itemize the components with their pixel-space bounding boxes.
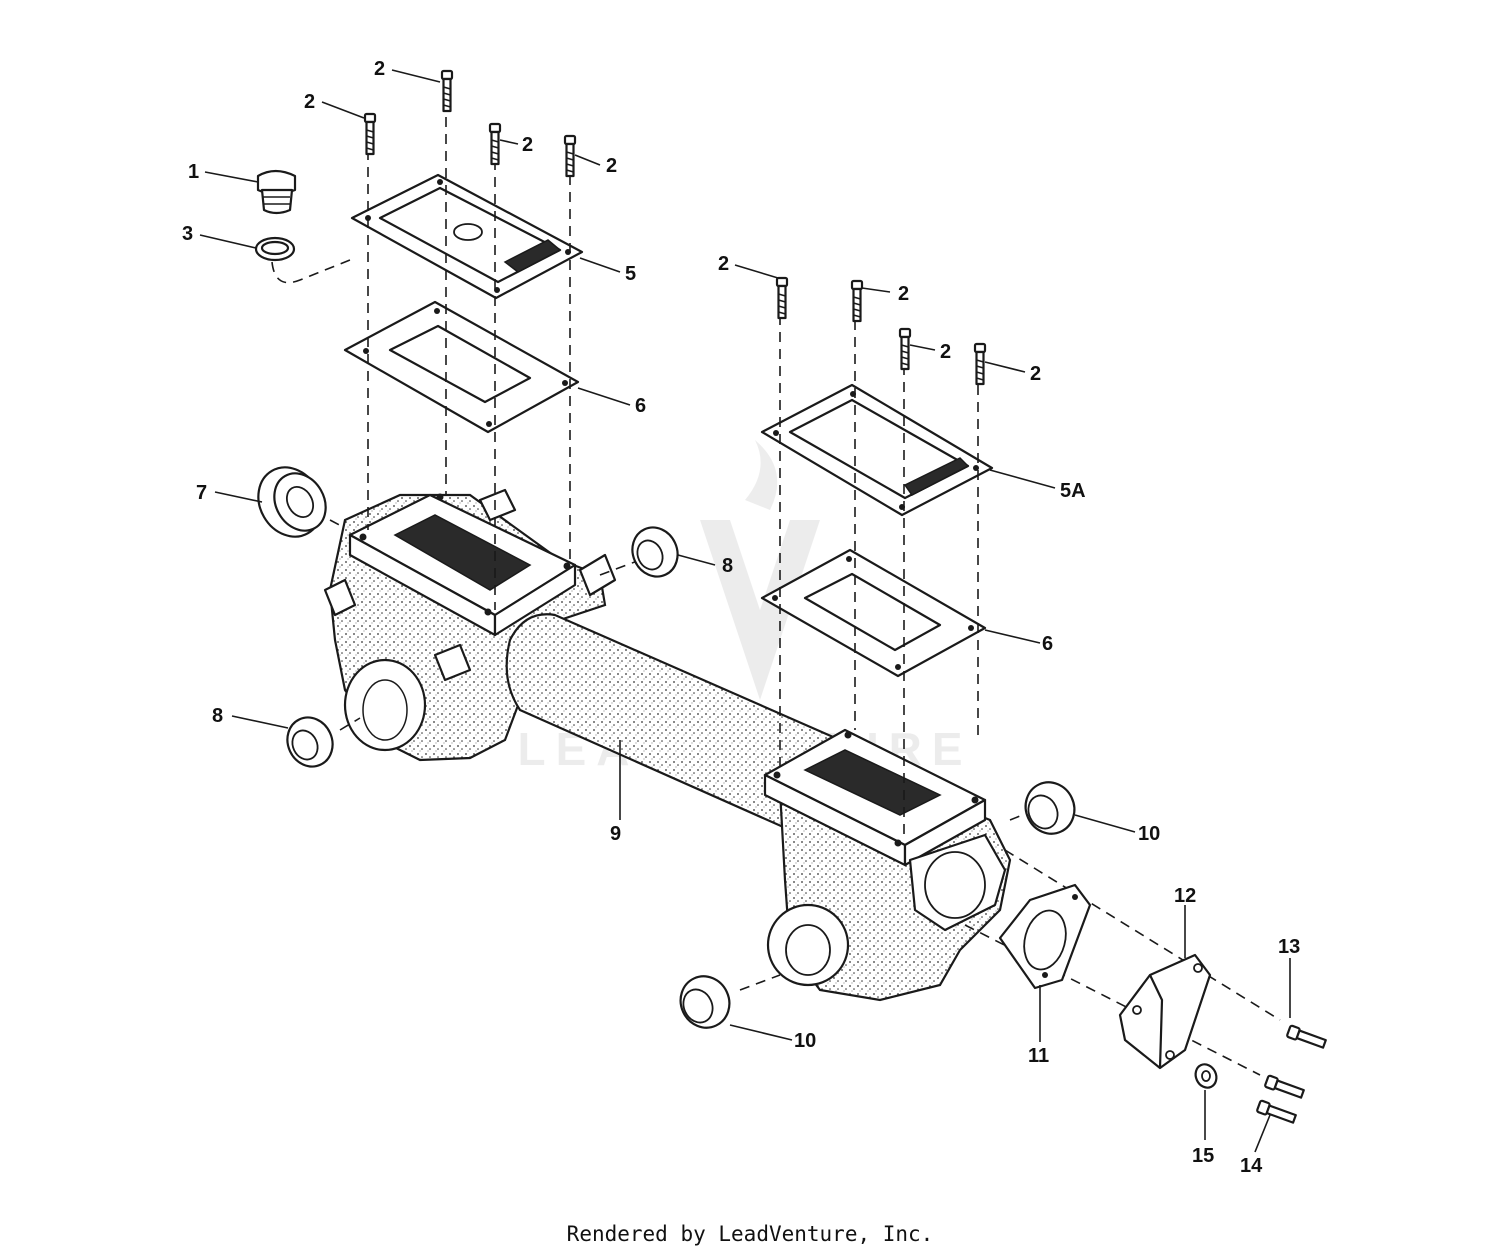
leader-lines [199,69,1291,1153]
bolt-13 [1286,1024,1327,1049]
callout-5a: 5A [1060,480,1086,502]
callout-15: 15 [1192,1145,1214,1167]
seal-10-upper [1024,781,1076,835]
callout-8: 8 [212,705,223,727]
cover-plate-5 [350,173,584,300]
callout-1: 1 [188,161,199,183]
callout-10: 10 [1138,823,1160,845]
callout-9: 9 [610,823,621,845]
callout-8: 8 [722,555,733,577]
fill-plug-1 [256,169,297,215]
bearing-7 [257,466,327,538]
bolt-14-upper [1264,1074,1305,1099]
callout-12: 12 [1174,885,1196,907]
left-transmission-housing [323,488,617,762]
callout-7: 7 [196,482,207,504]
lock-washer-15 [1194,1063,1218,1089]
callout-2: 2 [606,155,617,177]
callout-numbers: 2 2 2 2 1 3 5 6 7 8 8 9 2 2 2 2 5A 6 10 … [182,58,1300,1177]
cover-plate-5a [760,383,994,517]
callout-3: 3 [182,223,193,245]
callout-13: 13 [1278,936,1300,958]
gasket-6-left [343,300,580,434]
bolt-14-lower [1256,1099,1297,1124]
rendered-by-footer: Rendered by LeadVenture, Inc. [566,1222,934,1246]
callout-11: 11 [1028,1045,1049,1067]
gasket-11 [998,883,1092,990]
seal-8-upper [631,526,679,578]
callout-2: 2 [1030,363,1041,385]
callout-14: 14 [1240,1155,1263,1177]
callout-2: 2 [304,91,315,113]
callout-6: 6 [1042,633,1053,655]
callout-10: 10 [794,1030,816,1052]
seal-10-lower [679,975,731,1029]
callout-2: 2 [898,283,909,305]
callout-5: 5 [625,263,636,285]
callout-2: 2 [718,253,729,275]
callout-2: 2 [522,134,533,156]
sealing-washer-3 [254,236,296,262]
callout-6: 6 [635,395,646,417]
end-cover-12 [1118,953,1212,1070]
callout-2: 2 [940,341,951,363]
callout-2: 2 [374,58,385,80]
gasket-6-right [760,548,987,678]
right-transmission-housing [763,728,1012,1002]
seal-8-lower [286,716,334,768]
